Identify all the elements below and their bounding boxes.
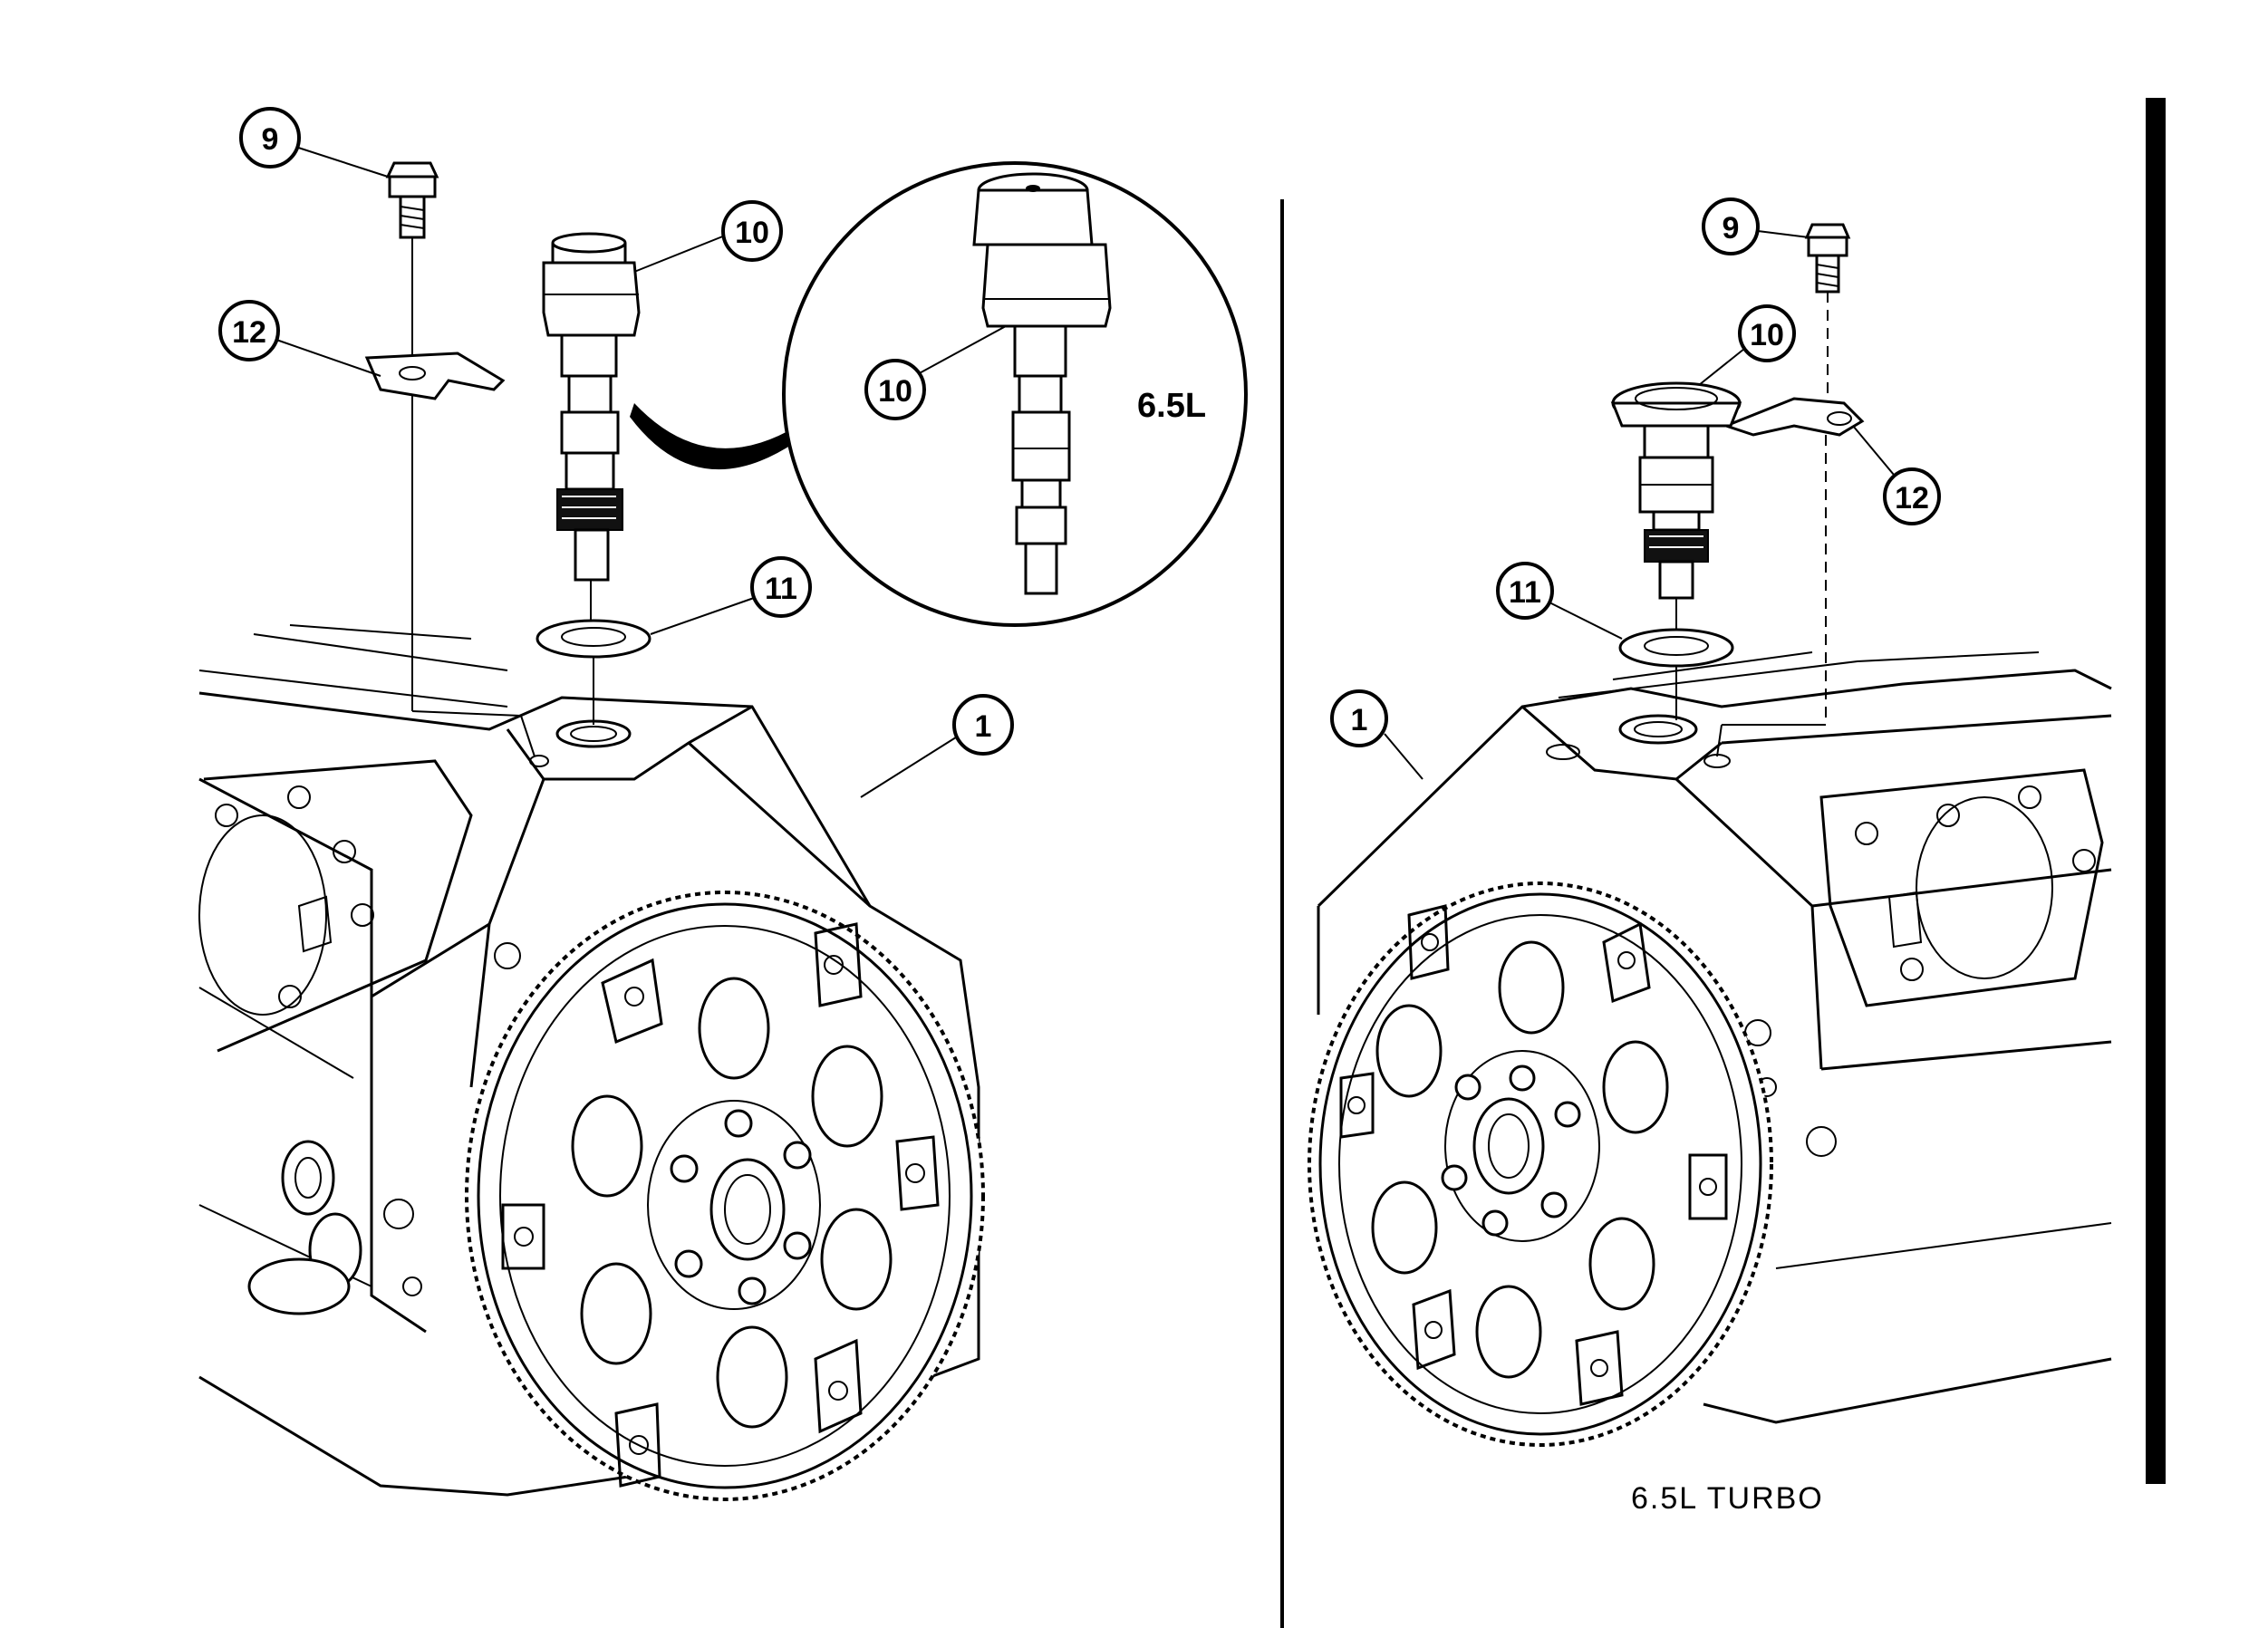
svg-text:1: 1 — [975, 709, 992, 744]
bolt-9-left — [385, 161, 439, 239]
curved-arrow — [630, 403, 834, 470]
callout-11-left: 11 — [750, 556, 812, 618]
svg-text:9: 9 — [262, 122, 279, 157]
callout-1-left: 1 — [952, 694, 1014, 756]
svg-text:10: 10 — [1750, 318, 1784, 352]
right-caption: 6.5L TURBO — [1631, 1481, 1824, 1516]
engine-block-left — [198, 624, 980, 1497]
svg-text:11: 11 — [1509, 575, 1541, 610]
margin-bar — [2146, 98, 2166, 1484]
callout-1-right: 1 — [1330, 689, 1388, 747]
left-view: 6.5L 9 10 12 11 1 10 — [198, 107, 1248, 1501]
svg-text:10: 10 — [735, 216, 769, 250]
drive-10-right — [1610, 381, 1742, 600]
svg-text:1: 1 — [1351, 703, 1368, 737]
svg-text:12: 12 — [1895, 481, 1929, 515]
gasket-11-left — [536, 619, 651, 659]
callout-9-right: 9 — [1702, 197, 1760, 255]
svg-text:11: 11 — [765, 572, 797, 606]
svg-text:10: 10 — [878, 374, 912, 409]
right-view: 9 10 12 11 1 6.5L TURBO — [1308, 197, 2112, 1516]
inset-label: 6.5L — [1137, 387, 1206, 425]
flywheel-right — [1308, 881, 1773, 1447]
gasket-11-right — [1618, 628, 1734, 668]
inset-circle — [782, 161, 1248, 627]
clamp-12-left — [364, 352, 506, 400]
svg-text:9: 9 — [1723, 211, 1740, 246]
bolt-9-right — [1804, 223, 1851, 294]
engine-block-right — [1317, 651, 2112, 1424]
callout-9-left: 9 — [239, 107, 301, 169]
callout-10-right: 10 — [1738, 304, 1796, 362]
callout-11-right: 11 — [1496, 562, 1554, 620]
drive-10-left — [542, 232, 641, 582]
callout-10-left: 10 — [721, 200, 783, 262]
svg-text:12: 12 — [232, 315, 266, 350]
flywheel-left — [465, 891, 985, 1501]
callout-12-left: 12 — [218, 300, 280, 361]
clamp-12-right — [1722, 397, 1865, 437]
callout-12-right: 12 — [1883, 467, 1941, 525]
callout-10-inset: 10 — [864, 359, 926, 420]
